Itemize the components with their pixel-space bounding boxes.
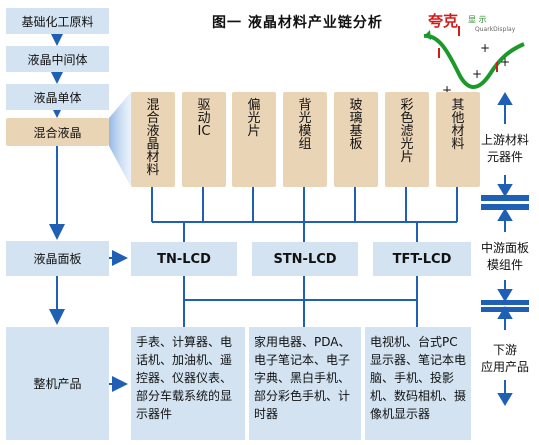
svg-text:+: + <box>500 55 510 69</box>
diagram-title: 图一 液晶材料产业链分析 <box>212 15 383 31</box>
logo-graphic: 夸克 显 示 QuarkDisplay + + + + <box>423 12 525 97</box>
lcd-stn: STN-LCD <box>252 242 358 276</box>
svg-text:+: + <box>442 83 452 96</box>
upstream-label: 上游材料 元器件 <box>480 133 529 164</box>
component-label: 彩色滤光片 <box>400 98 414 165</box>
product-text: 电视机、台式PC显示器、笔记本电脑、手机、投影机、数码相机、摄像机显示器 <box>370 335 467 421</box>
component-backlight: 背光模组 <box>283 92 327 187</box>
product-text: 手表、计算器、电话机、加油机、遥控器、仪器仪表、部分车载系统的显示器件 <box>136 335 233 421</box>
panel-label: 液晶面板 <box>33 252 82 266</box>
component-polarizer: 偏光片 <box>232 92 276 187</box>
product-box-stn: 家用电器、PDA、电子笔记本、电子字典、黑白手机、部分彩色手机、计时器 <box>249 327 361 440</box>
component-label: 混合液晶材料 <box>146 98 160 178</box>
component-label: 偏光片 <box>247 98 261 139</box>
mixed-lc-box: 混合液晶 <box>6 118 109 146</box>
intermediate-label: 液晶中间体 <box>27 52 88 67</box>
products-box: 整机产品 <box>6 327 109 440</box>
component-label: 背光模组 <box>298 98 312 152</box>
basic-chemical-box: 基础化工原料 <box>6 8 109 34</box>
downstream-label: 下游 应用产品 <box>480 343 529 374</box>
component-driver-ic: 驱动IC <box>182 92 226 187</box>
basic-chemical-label: 基础化工原料 <box>21 14 94 29</box>
quark-display-logo: 夸克 显 示 QuarkDisplay + + + + <box>420 6 530 97</box>
mixed-lc-label: 混合液晶 <box>33 125 82 140</box>
component-color-filter: 彩色滤光片 <box>385 92 429 187</box>
lcd-label: STN-LCD <box>273 251 337 267</box>
svg-text:QuarkDisplay: QuarkDisplay <box>475 26 516 33</box>
products-label: 整机产品 <box>33 377 82 391</box>
svg-text:显 示: 显 示 <box>468 15 487 24</box>
monomer-box: 液晶单体 <box>6 84 109 110</box>
lcd-label: TFT-LCD <box>392 251 452 267</box>
panel-box: 液晶面板 <box>6 241 109 276</box>
product-text: 家用电器、PDA、电子笔记本、电子字典、黑白手机、部分彩色手机、计时器 <box>254 335 351 421</box>
intermediate-box: 液晶中间体 <box>6 46 109 72</box>
component-glass-substrate: 玻璃基板 <box>334 92 378 187</box>
product-box-tn: 手表、计算器、电话机、加油机、遥控器、仪器仪表、部分车载系统的显示器件 <box>131 327 245 440</box>
monomer-label: 液晶单体 <box>33 90 82 105</box>
component-label: 其他材料 <box>451 98 465 152</box>
product-box-tft: 电视机、台式PC显示器、笔记本电脑、手机、投影机、数码相机、摄像机显示器 <box>365 327 471 440</box>
lcd-label: TN-LCD <box>157 251 211 267</box>
component-mixed-lc-material: 混合液晶材料 <box>131 92 175 187</box>
svg-text:+: + <box>480 41 490 55</box>
svg-text:夸克: 夸克 <box>428 12 458 30</box>
component-label: 玻璃基板 <box>349 98 363 152</box>
lcd-tn: TN-LCD <box>131 242 237 276</box>
component-other-materials: 其他材料 <box>436 92 480 187</box>
lcd-tft: TFT-LCD <box>373 242 471 276</box>
component-label: 驱动IC <box>197 98 211 139</box>
midstream-label: 中游面板 模组件 <box>480 241 529 272</box>
svg-text:+: + <box>472 67 482 81</box>
